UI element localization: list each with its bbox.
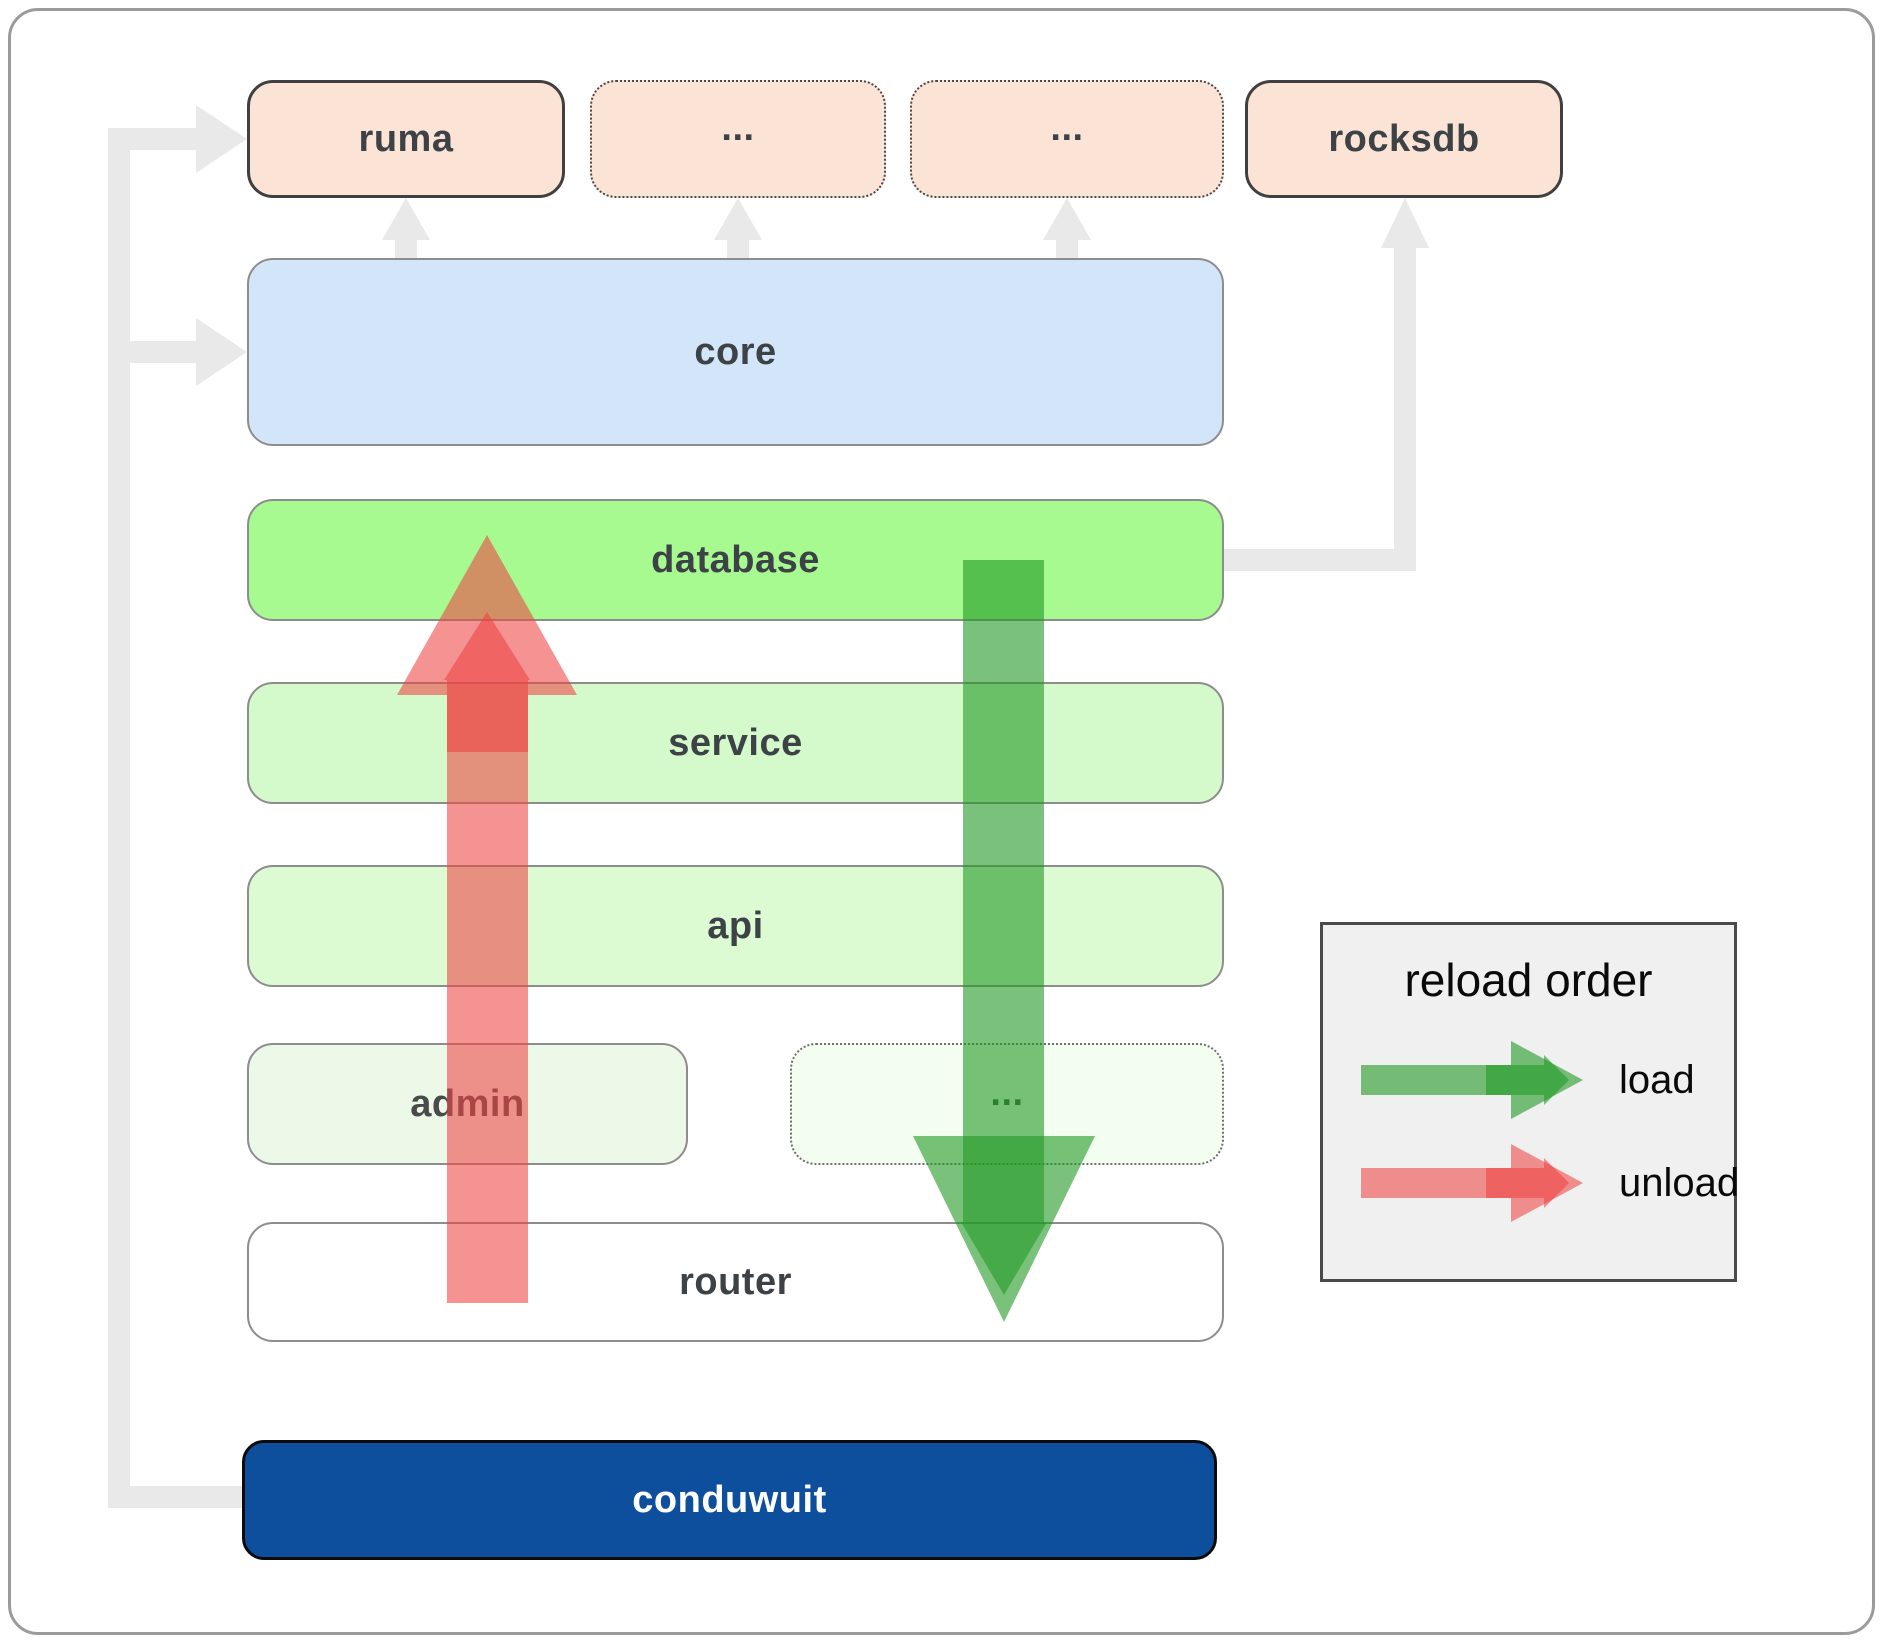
node-ruma: ruma	[247, 80, 565, 198]
node-service-label: service	[668, 721, 803, 764]
node-ruma-label: ruma	[358, 117, 454, 160]
node-ellipsis-admin-row-label: ...	[990, 1071, 1024, 1114]
node-rocksdb: rocksdb	[1245, 80, 1563, 198]
node-rocksdb-label: rocksdb	[1328, 117, 1480, 160]
node-conduwuit-label: conduwuit	[632, 1478, 827, 1521]
legend-row-unload: unload	[1351, 1128, 1739, 1238]
node-core-label: core	[694, 330, 777, 373]
node-database-label: database	[651, 538, 820, 581]
node-ellipsis-top-1-label: ...	[721, 106, 755, 149]
legend-unload-label: unload	[1619, 1160, 1740, 1205]
node-ellipsis-admin-row: ...	[790, 1043, 1224, 1165]
diagram-outer-frame	[8, 8, 1875, 1635]
node-api-label: api	[707, 904, 764, 947]
node-ellipsis-top-1: ...	[590, 80, 886, 198]
legend-load-label: load	[1619, 1057, 1695, 1102]
node-router: router	[247, 1222, 1224, 1342]
node-database: database	[247, 499, 1224, 621]
node-service: service	[247, 682, 1224, 804]
legend-title: reload order	[1404, 954, 1653, 1006]
node-ellipsis-top-2-label: ...	[1050, 106, 1084, 149]
load-arrow-icon	[1361, 1041, 1583, 1119]
unload-arrow-icon	[1361, 1144, 1583, 1222]
node-admin: admin	[247, 1043, 688, 1165]
node-conduwuit: conduwuit	[242, 1440, 1217, 1560]
node-router-label: router	[679, 1260, 792, 1303]
node-core: core	[247, 258, 1224, 446]
legend-row-load: load	[1351, 1025, 1711, 1135]
node-ellipsis-top-2: ...	[910, 80, 1224, 198]
legend: reload order load unload	[1320, 922, 1739, 1282]
node-api: api	[247, 865, 1224, 987]
node-admin-label: admin	[410, 1082, 525, 1125]
